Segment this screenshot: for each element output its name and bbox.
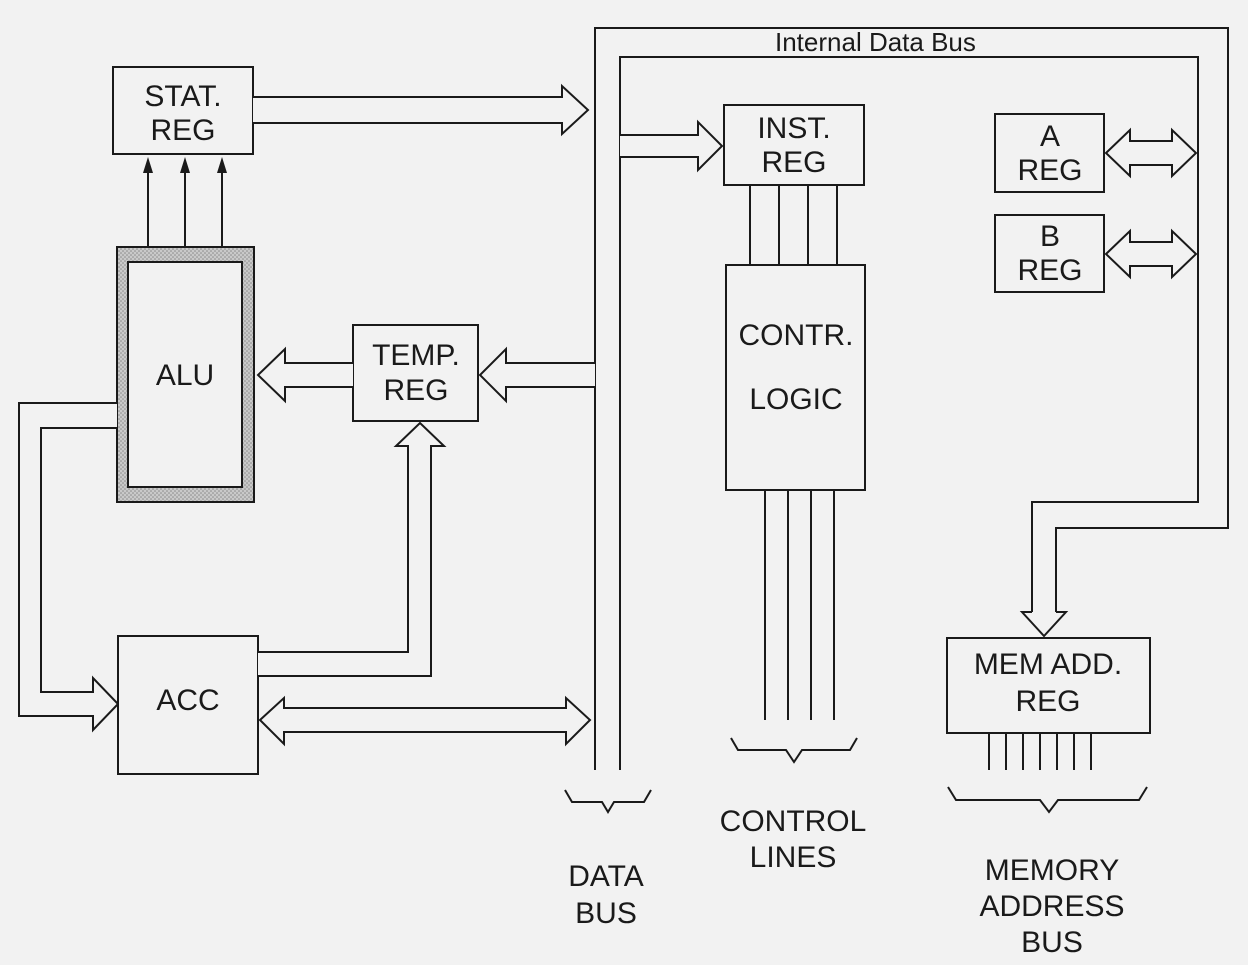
temp-reg-label-2: REG — [383, 374, 448, 407]
b-reg-block: B REG — [994, 214, 1105, 293]
memory-address-bus-label-3: BUS — [1021, 926, 1083, 959]
mem-add-reg-label-1: MEM ADD. — [974, 648, 1122, 681]
acc-data-bus-arrow — [258, 695, 592, 747]
memory-address-bus-brace — [947, 786, 1148, 814]
stat-reg-label-2: REG — [150, 114, 215, 147]
control-logic-block: CONTR. LOGIC — [725, 264, 866, 491]
memory-address-lines — [988, 733, 1092, 770]
memory-address-bus-label-1: MEMORY — [985, 854, 1119, 887]
control-logic-label-2: LOGIC — [749, 383, 842, 416]
acc-block: ACC — [117, 635, 259, 775]
temp-reg-to-alu-arrow — [256, 346, 353, 404]
bus-to-temp-reg-arrow — [478, 346, 595, 404]
stat-reg-label-1: STAT. — [144, 80, 221, 113]
mem-add-reg-label-2: REG — [1015, 685, 1080, 718]
control-logic-label-1: CONTR. — [739, 319, 854, 352]
inst-to-control-lines — [749, 185, 838, 265]
b-reg-label-1: B — [1040, 220, 1060, 253]
control-output-lines — [764, 490, 835, 720]
data-bus-label-1: DATA — [568, 860, 644, 893]
data-bus-brace — [564, 789, 652, 814]
inst-reg-label-1: INST. — [757, 112, 830, 145]
a-reg-label-2: REG — [1017, 154, 1082, 187]
a-reg-bus-arrow — [1104, 127, 1198, 179]
alu-block: ALU — [116, 246, 255, 503]
b-reg-bus-arrow — [1104, 228, 1198, 280]
alu-to-acc-path — [18, 402, 120, 733]
acc-label: ACC — [156, 684, 219, 717]
bus-to-mem-add-reg-arrow — [1019, 611, 1069, 638]
mem-add-reg-block: MEM ADD. REG — [946, 637, 1151, 734]
b-reg-label-2: REG — [1017, 254, 1082, 287]
acc-to-temp-reg-arrow — [258, 421, 447, 677]
inst-reg-block: INST. REG — [723, 104, 865, 186]
stat-reg-to-bus-arrow — [253, 83, 590, 137]
memory-address-bus-label-2: ADDRESS — [979, 890, 1124, 923]
a-reg-block: A REG — [994, 113, 1105, 193]
data-bus-label-2: BUS — [575, 897, 637, 930]
a-reg-label-1: A — [1040, 120, 1060, 153]
stat-reg-block: STAT. REG — [112, 66, 254, 155]
control-lines-label-2: LINES — [750, 841, 837, 874]
temp-reg-label-1: TEMP. — [372, 339, 460, 372]
alu-status-lines — [143, 157, 227, 246]
bus-to-inst-reg-arrow — [620, 119, 724, 173]
control-lines-brace — [730, 737, 858, 764]
inst-reg-label-2: REG — [761, 146, 826, 179]
alu-label: ALU — [156, 359, 214, 392]
temp-reg-block: TEMP. REG — [352, 324, 479, 422]
internal-data-bus-label: Internal Data Bus — [775, 27, 976, 57]
control-lines-label-1: CONTROL — [720, 805, 867, 838]
internal-data-bus — [594, 27, 1229, 770]
